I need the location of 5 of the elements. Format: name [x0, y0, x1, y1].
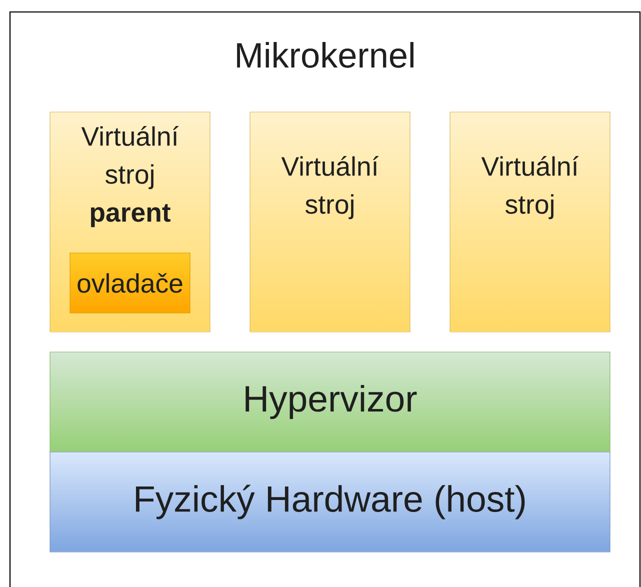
virtual-machine-box: Virtuální stroj [250, 112, 410, 332]
virtual-machine-box: Virtuální stroj [450, 112, 610, 332]
driver-box: ovladače [70, 252, 190, 314]
hardware-layer: Fyzický Hardware (host) [50, 452, 610, 552]
hypervisor-layer: Hypervizor [50, 352, 610, 452]
